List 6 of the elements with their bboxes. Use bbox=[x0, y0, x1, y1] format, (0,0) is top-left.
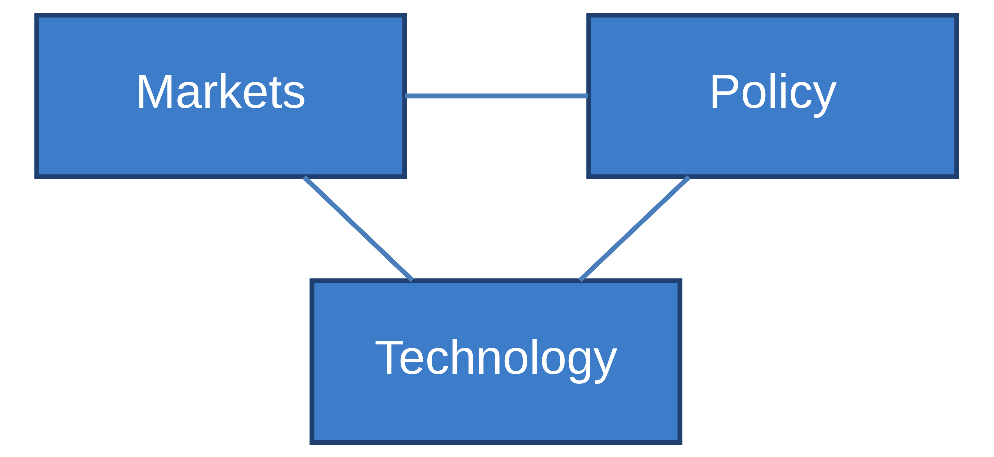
node-box: Technology bbox=[310, 278, 683, 444]
node-box: Markets bbox=[34, 12, 408, 179]
connector bbox=[302, 175, 414, 282]
connector bbox=[405, 93, 588, 98]
node-box: Policy bbox=[586, 12, 960, 179]
connector bbox=[578, 175, 691, 282]
